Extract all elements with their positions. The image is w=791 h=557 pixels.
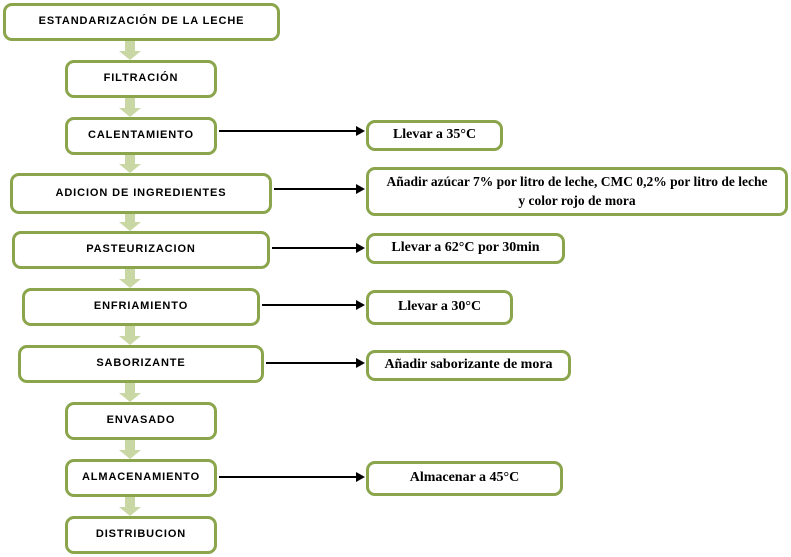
arrow-head [356,243,365,253]
arrow-head [119,507,141,516]
flow-arrow-down-filtracion-to-calentamiento [119,98,141,117]
process-step-label: PASTEURIZACION [86,243,196,256]
process-step-envasado[interactable]: ENVASADO [65,402,217,440]
arrow-line [219,130,356,132]
arrow-line [272,247,356,249]
arrow-head [119,51,141,60]
annotation-arrow-enfriamiento-to-nota-enfriamiento [262,300,365,310]
annotation-nota-almacenamiento[interactable]: Almacenar a 45°C [366,461,563,496]
flow-arrow-down-almacenamiento-to-distribucion [119,497,141,516]
arrow-head [119,164,141,173]
annotation-label: Añadir saborizante de mora [384,357,553,373]
annotation-label: Añadir azúcar 7% por litro de leche, CMC… [386,174,768,208]
arrow-head [356,126,365,136]
arrow-head [356,358,365,368]
annotation-arrow-almacenamiento-to-nota-almacenamiento [219,472,365,482]
flow-arrow-down-adicion-to-pasteurizacion [119,214,141,231]
process-step-saborizante[interactable]: SABORIZANTE [18,345,264,383]
arrow-head [119,450,141,459]
flow-arrow-down-calentamiento-to-adicion [119,155,141,173]
process-step-label: ESTANDARIZACIÓN DE LA LECHE [38,15,245,28]
annotation-arrow-calentamiento-to-nota-calentamiento [219,126,365,136]
arrow-shaft [125,155,135,164]
arrow-line [274,188,356,190]
process-step-filtracion[interactable]: FILTRACIÓN [65,60,217,98]
process-step-almacenamiento[interactable]: ALMACENAMIENTO [65,459,217,497]
flow-arrow-down-enfriamiento-to-saborizante [119,326,141,345]
arrow-shaft [125,497,135,507]
arrow-shaft [125,269,135,279]
arrow-shaft [125,98,135,108]
process-step-enfriamiento[interactable]: ENFRIAMIENTO [22,288,260,326]
annotation-label: Llevar a 35°C [392,127,477,143]
arrow-head [119,222,141,231]
process-step-label: CALENTAMIENTO [87,129,194,142]
arrow-shaft [125,214,135,222]
arrow-head [119,393,141,402]
annotation-label: Almacenar a 45°C [409,470,520,486]
process-step-label: ENVASADO [106,414,176,427]
arrow-head [356,300,365,310]
annotation-nota-enfriamiento[interactable]: Llevar a 30°C [366,290,513,325]
arrow-line [262,304,356,306]
annotation-nota-saborizante[interactable]: Añadir saborizante de mora [366,350,571,381]
arrow-head [356,184,365,194]
annotation-label: Llevar a 30°C [397,299,482,315]
process-step-estandarizacion[interactable]: ESTANDARIZACIÓN DE LA LECHE [3,3,280,41]
process-step-label: ENFRIAMIENTO [93,300,189,313]
arrow-line [266,362,356,364]
arrow-shaft [125,41,135,51]
annotation-nota-pasteurizacion[interactable]: Llevar a 62°C por 30min [366,233,565,264]
arrow-head [119,336,141,345]
flow-arrow-down-estandarizacion-to-filtracion [119,41,141,60]
process-step-label: ALMACENAMIENTO [81,471,201,484]
process-step-label: DISTRIBUCION [95,528,187,541]
process-step-pasteurizacion[interactable]: PASTEURIZACION [12,231,270,269]
arrow-head [356,472,365,482]
arrow-shaft [125,440,135,450]
process-step-distribucion[interactable]: DISTRIBUCION [65,516,217,554]
arrow-shaft [125,326,135,336]
flow-arrow-down-envasado-to-almacenamiento [119,440,141,459]
process-step-label: ADICION DE INGREDIENTES [55,186,227,199]
arrow-head [119,108,141,117]
annotation-arrow-adicion-to-nota-adicion [274,184,365,194]
flow-arrow-down-pasteurizacion-to-enfriamiento [119,269,141,288]
annotation-arrow-pasteurizacion-to-nota-pasteurizacion [272,243,365,253]
arrow-shaft [125,383,135,393]
flow-arrow-down-saborizante-to-envasado [119,383,141,402]
annotation-nota-calentamiento[interactable]: Llevar a 35°C [366,120,503,151]
annotation-label: Llevar a 62°C por 30min [391,240,540,256]
process-step-label: SABORIZANTE [96,357,186,370]
process-step-label: FILTRACIÓN [103,72,179,85]
process-step-calentamiento[interactable]: CALENTAMIENTO [65,117,217,155]
process-step-adicion[interactable]: ADICION DE INGREDIENTES [10,173,272,214]
annotation-nota-adicion[interactable]: Añadir azúcar 7% por litro de leche, CMC… [366,167,788,216]
arrow-head [119,279,141,288]
arrow-line [219,476,356,478]
annotation-arrow-saborizante-to-nota-saborizante [266,358,365,368]
